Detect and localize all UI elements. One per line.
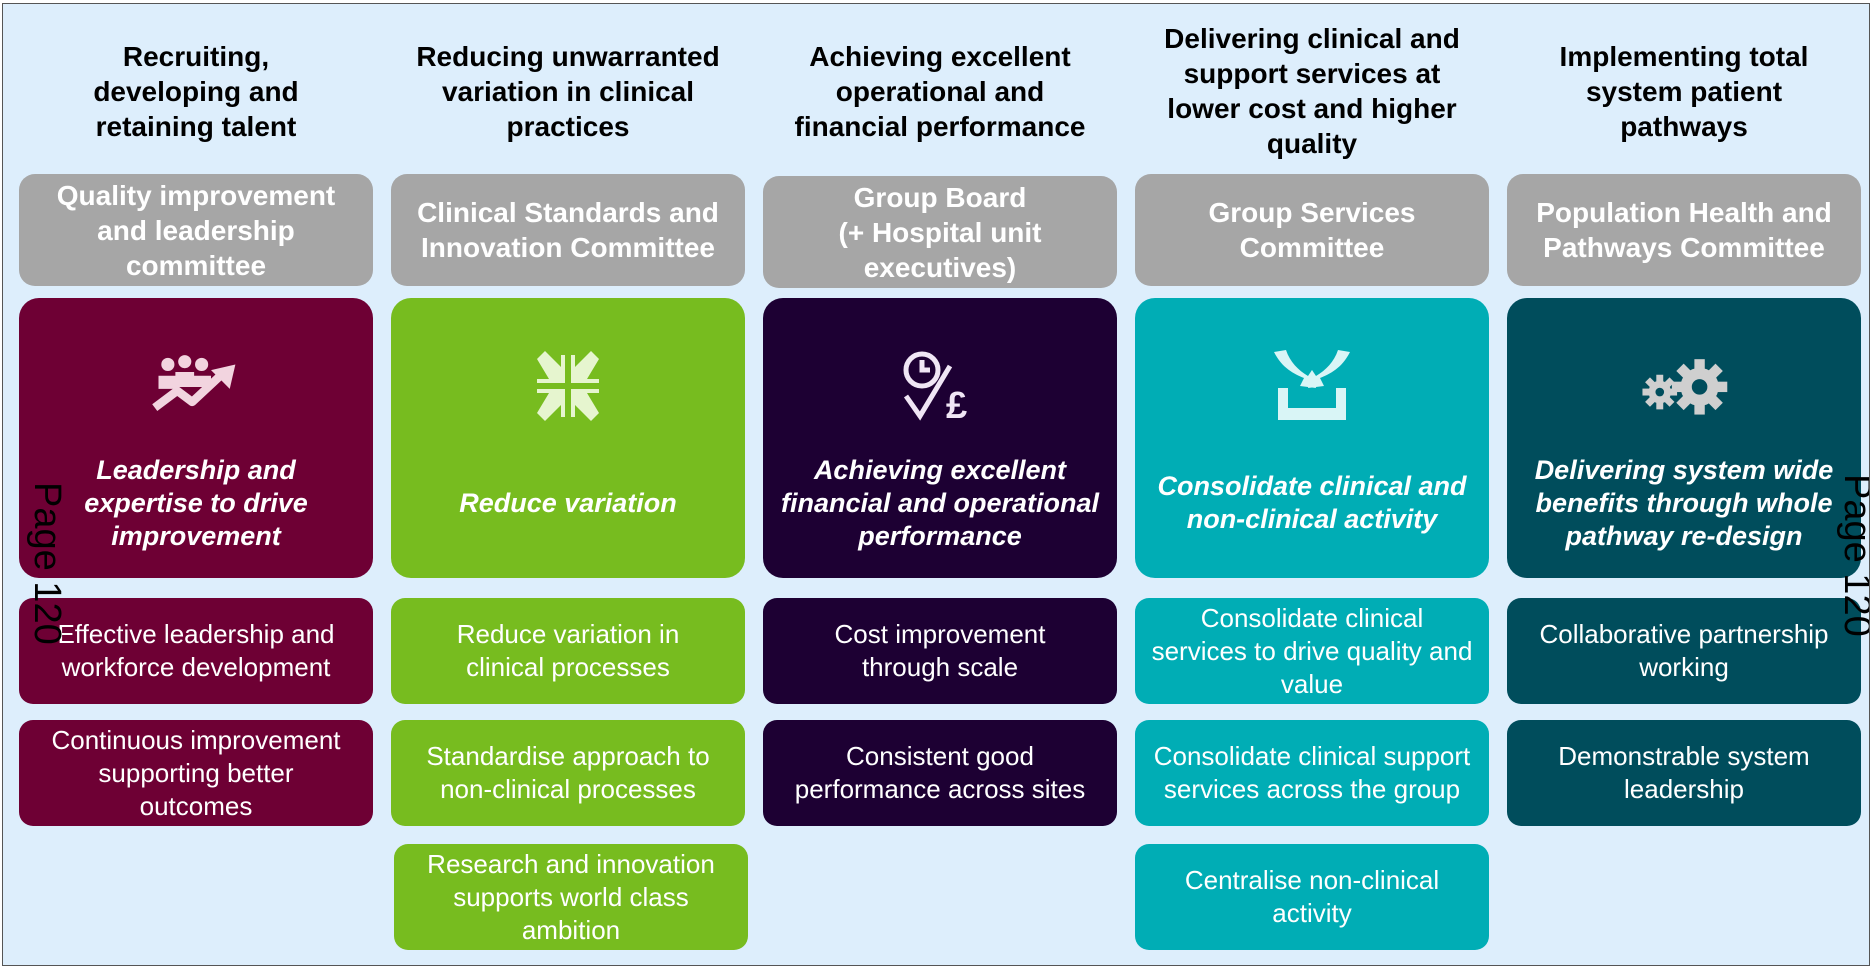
column-heading: Achieving excellent operational and fina… [794, 40, 1086, 142]
consolidate-tray-icon [1267, 346, 1357, 426]
pillar-title: Achieving excellent financial and operat… [780, 454, 1100, 551]
pillar-title: Consolidate clinical and non-clinical ac… [1157, 471, 1467, 534]
committee-box: Group Board (+ Hospital unit executives) [763, 176, 1117, 288]
column-heading: Delivering clinical and support services… [1164, 23, 1460, 159]
pillar-title: Reduce variation [459, 487, 677, 518]
page-number-left: Page 120 [26, 482, 68, 645]
objective-box: Standardise approach to non-clinical pro… [391, 720, 745, 826]
pillar-title: Leadership and expertise to drive improv… [84, 454, 308, 551]
objective-box: Demonstrable system leadership [1507, 720, 1861, 826]
committee-box: Clinical Standards and Innovation Commit… [391, 174, 745, 286]
objective-box: Effective leadership and workforce devel… [19, 598, 373, 704]
clock-pound-check-icon: £ [895, 346, 985, 426]
objective-box: Collaborative partnership working [1507, 598, 1861, 704]
pillar-card: Leadership and expertise to drive improv… [19, 298, 373, 578]
page-number-right: Page 120 [1836, 474, 1870, 637]
objective-box: Research and innovation supports world c… [394, 844, 748, 950]
objective-box: Reduce variation in clinical processes [391, 598, 745, 704]
pillar-title: Delivering system wide benefits through … [1534, 454, 1834, 551]
compress-arrows-icon [523, 346, 613, 426]
committee-box: Group Services Committee [1135, 174, 1489, 286]
svg-text:£: £ [946, 385, 967, 424]
column-heading: Implementing total system patient pathwa… [1559, 40, 1809, 142]
column-heading: Reducing unwarranted variation in clinic… [416, 40, 720, 142]
pillar-card: £ Achieving excellent financial and oper… [763, 298, 1117, 578]
objective-box: Consolidate clinical support services ac… [1135, 720, 1489, 826]
pillar-card: Delivering system wide benefits through … [1507, 298, 1861, 578]
pillar-card: Reduce variation [391, 298, 745, 578]
column-heading: Recruiting, developing and retaining tal… [93, 40, 299, 142]
objective-box: Centralise non-clinical activity [1135, 844, 1489, 950]
gears-icon [1639, 346, 1729, 426]
objective-box: Consistent good performance across sites [763, 720, 1117, 826]
strategy-diagram: Recruiting, developing and retaining tal… [2, 3, 1870, 966]
pillar-card: Consolidate clinical and non-clinical ac… [1135, 298, 1489, 578]
team-growth-icon [151, 346, 241, 426]
objective-box: Continuous improvement supporting better… [19, 720, 373, 826]
committee-box: Population Health and Pathways Committee [1507, 174, 1861, 286]
objective-box: Cost improvement through scale [763, 598, 1117, 704]
objective-box: Consolidate clinical services to drive q… [1135, 598, 1489, 704]
committee-box: Quality improvement and leadership commi… [19, 174, 373, 286]
